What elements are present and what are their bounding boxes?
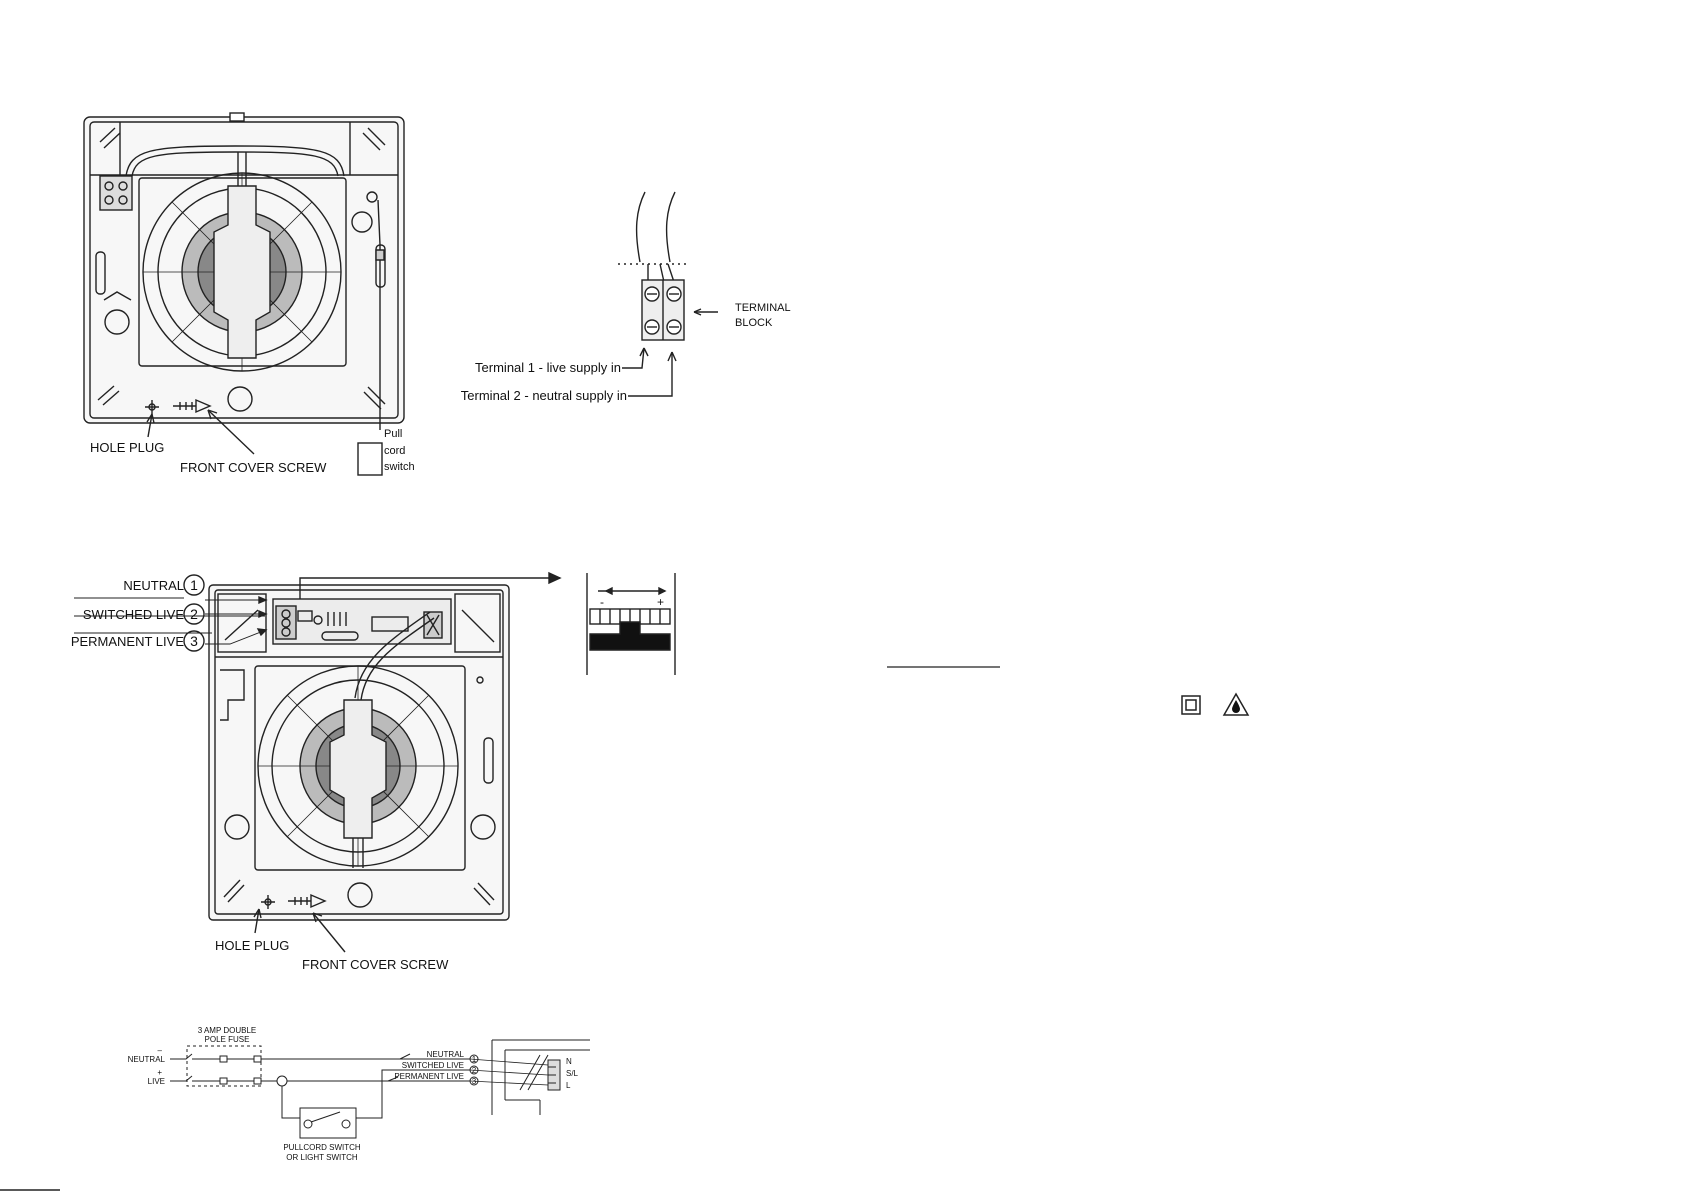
double-square-icon bbox=[1181, 695, 1201, 715]
neutral-number: 1 bbox=[190, 577, 198, 593]
front-cover-screw-label-2: FRONT COVER SCREW bbox=[302, 957, 449, 972]
fan-unit-pullcord-labels: HOLE PLUG FRONT COVER SCREW Pull cord sw… bbox=[90, 428, 415, 475]
cord-label: cord bbox=[384, 445, 405, 457]
front-cover-screw-label-1: FRONT COVER SCREW bbox=[180, 460, 327, 475]
schematic-plus-sign: + bbox=[157, 1068, 162, 1077]
wiring-schematic bbox=[170, 1039, 590, 1139]
switched-live-label: SWITCHED LIVE bbox=[83, 607, 184, 622]
terminal2-label: Terminal 2 - neutral supply in bbox=[461, 388, 627, 403]
schematic-minus-sign: – bbox=[158, 1046, 163, 1055]
schematic-permanent-live-small: PERMANENT LIVE bbox=[394, 1072, 464, 1081]
fan-unit-timer-labels: NEUTRAL SWITCHED LIVE PERMANENT LIVE 1 2… bbox=[71, 577, 664, 972]
pull-label: Pull bbox=[384, 428, 402, 440]
schematic-live-label: LIVE bbox=[148, 1077, 165, 1086]
switched-live-number: 2 bbox=[190, 606, 198, 622]
speed-plus-label: + bbox=[657, 595, 664, 609]
fuse-label-line2: POLE FUSE bbox=[205, 1035, 250, 1044]
schematic-neutral-small: NEUTRAL bbox=[427, 1050, 465, 1059]
terminal-l-label: L bbox=[566, 1081, 571, 1090]
schematic-num-3: 3 bbox=[472, 1077, 477, 1086]
schematic-neutral-label: NEUTRAL bbox=[128, 1055, 166, 1064]
hole-plug-label-1: HOLE PLUG bbox=[90, 440, 164, 455]
schematic-switched-live-small: SWITCHED LIVE bbox=[402, 1061, 464, 1070]
terminal-n-label: N bbox=[566, 1057, 572, 1066]
terminal-block-label-line2: BLOCK bbox=[735, 317, 773, 329]
permanent-live-number: 3 bbox=[190, 633, 198, 649]
schematic-num-2: 2 bbox=[472, 1066, 477, 1075]
schematic-num-1: 1 bbox=[472, 1055, 477, 1064]
wiring-schematic-labels: 3 AMP DOUBLE POLE FUSE NEUTRAL LIVE – + … bbox=[128, 1026, 579, 1162]
terminal-block-label-line1: TERMINAL bbox=[735, 302, 791, 314]
fan-unit-pullcord-diagram bbox=[83, 112, 405, 476]
neutral-label: NEUTRAL bbox=[123, 578, 184, 593]
terminal1-label: Terminal 1 - live supply in bbox=[475, 360, 621, 375]
fan-unit-timer-diagram bbox=[74, 571, 676, 953]
switch-label: switch bbox=[384, 461, 415, 473]
speed-minus-label: - bbox=[600, 595, 604, 609]
warning-drop-icon bbox=[1222, 692, 1250, 716]
switch-label-line1: PULLCORD SWITCH bbox=[283, 1143, 361, 1152]
terminal-sl-label: S/L bbox=[566, 1069, 579, 1078]
fuse-label-line1: 3 AMP DOUBLE bbox=[198, 1026, 257, 1035]
terminal-block-labels: TERMINAL BLOCK Terminal 1 - live supply … bbox=[461, 302, 791, 403]
terminal-block-diagram bbox=[618, 191, 718, 397]
hole-plug-label-2: HOLE PLUG bbox=[215, 938, 289, 953]
switch-label-line2: OR LIGHT SWITCH bbox=[286, 1153, 358, 1162]
permanent-live-label: PERMANENT LIVE bbox=[71, 634, 185, 649]
